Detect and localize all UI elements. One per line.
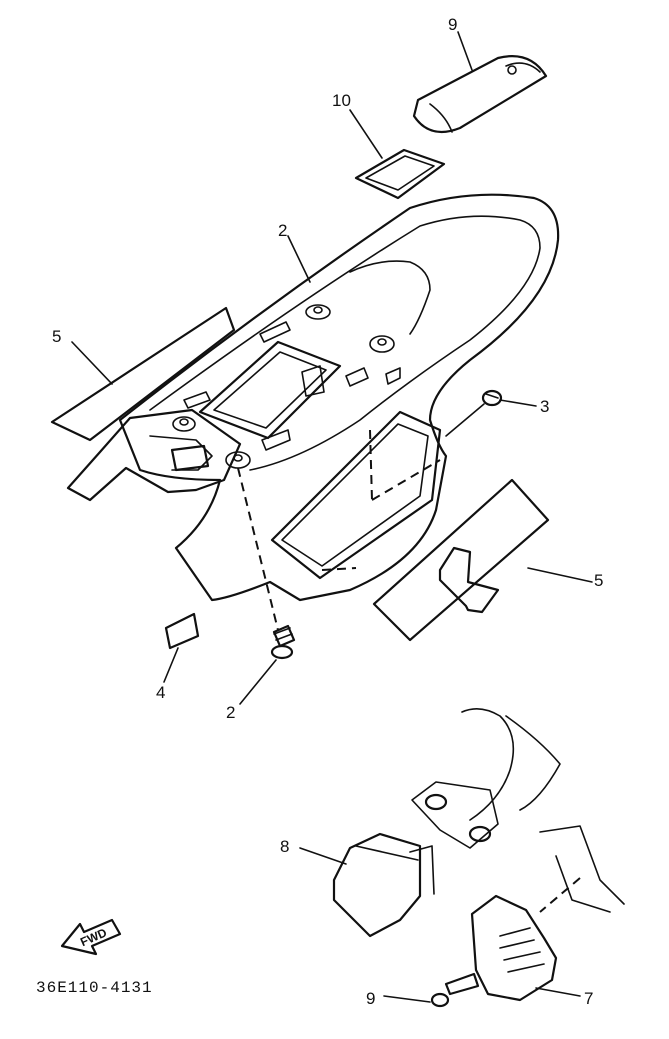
callout-5b: 5 — [594, 571, 603, 590]
assembly-line-nut-3 — [369, 429, 373, 501]
leader-4 — [163, 647, 179, 683]
leader-5b — [527, 567, 593, 583]
callout-4: 4 — [156, 683, 165, 702]
assembly-line-nut-3b — [371, 459, 441, 501]
assembly-line-reflector-5b — [321, 567, 357, 571]
part-2-bolt — [270, 624, 296, 660]
leader-9 — [457, 31, 473, 71]
diagram-code: 36E110-4131 — [36, 979, 153, 997]
leader-8 — [383, 995, 431, 1003]
part-4-pad — [164, 612, 200, 650]
part-5-right-decal — [372, 478, 550, 642]
callout-2: 2 — [226, 703, 235, 722]
part-7-plate — [332, 832, 435, 938]
leader-7 — [299, 847, 347, 865]
callout-3: 3 — [540, 397, 549, 416]
callout-1: 2 — [278, 221, 287, 240]
callout-9: 9 — [448, 15, 457, 34]
forward-direction-arrow: FWD — [60, 918, 122, 956]
callout-6: 7 — [584, 989, 593, 1008]
frame-section — [411, 708, 625, 913]
leader-6 — [535, 987, 581, 997]
leader-10 — [349, 109, 383, 159]
leader-2 — [239, 659, 277, 705]
part-5-left-decal — [50, 306, 236, 442]
assembly-line-bolt-2 — [237, 467, 279, 631]
callout-10: 10 — [332, 91, 351, 110]
part-9-tail-cushion — [412, 55, 548, 134]
part-6-guard — [470, 894, 558, 1002]
assembly-line-nut-3c — [445, 403, 485, 437]
part-3-nut — [481, 389, 503, 407]
callout-8: 9 — [366, 989, 375, 1008]
callout-7: 8 — [280, 837, 289, 856]
part-1-rear-fender — [66, 193, 560, 602]
leader-3 — [499, 399, 537, 407]
part-10-gasket — [354, 148, 446, 200]
part-8-screw — [430, 972, 480, 1008]
callout-5a: 5 — [52, 327, 61, 346]
leader-5a — [71, 341, 113, 385]
leader-1 — [287, 235, 311, 283]
